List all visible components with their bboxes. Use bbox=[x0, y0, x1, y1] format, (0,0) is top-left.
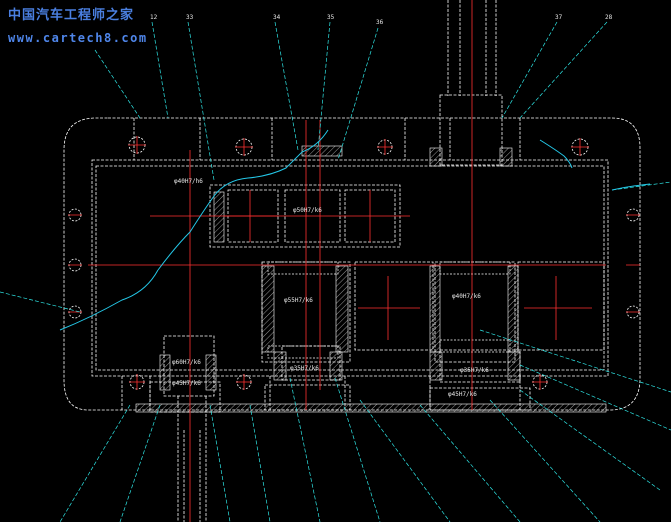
hatched-sections bbox=[135, 145, 607, 413]
input-shaft bbox=[177, 396, 207, 522]
dim-label: φ45H7/k6 bbox=[172, 380, 201, 387]
leader-lines bbox=[0, 21, 671, 522]
dimension-texts: φ40H7/h6 φ50H7/k6 φ55H7/k6 φ40H7/k6 φ60H… bbox=[172, 178, 489, 398]
watermark: 中国汽车工程师之家 www.cartech8.com bbox=[8, 8, 148, 46]
balloon-label: 28 bbox=[605, 14, 613, 21]
inner-structure bbox=[149, 94, 605, 413]
balloon-label: 34 bbox=[273, 14, 281, 21]
dim-label: φ55H7/k6 bbox=[284, 297, 313, 304]
output-shaft bbox=[447, 0, 497, 96]
dim-label: φ35H7/k6 bbox=[290, 365, 319, 372]
watermark-site-name: 中国汽车工程师之家 bbox=[8, 8, 135, 23]
dim-label: φ45H7/k6 bbox=[448, 391, 477, 398]
balloon-label: 36 bbox=[376, 19, 384, 26]
balloon-label: 33 bbox=[186, 14, 194, 21]
dim-label: φ60H7/k6 bbox=[172, 359, 201, 366]
balloon-label: 12 bbox=[150, 14, 158, 21]
centerlines bbox=[68, 0, 640, 522]
dim-label: φ40H7/k6 bbox=[452, 293, 481, 300]
housing-outline bbox=[63, 117, 641, 411]
bolt-holes bbox=[68, 136, 640, 390]
balloon-label: 35 bbox=[327, 14, 335, 21]
balloon-label: 37 bbox=[555, 14, 563, 21]
break-lines bbox=[59, 129, 651, 331]
dim-label: φ35H7/k6 bbox=[460, 367, 489, 374]
balloon-labels: 12 33 34 35 36 37 28 bbox=[150, 14, 613, 26]
dim-label: φ40H7/h6 bbox=[174, 178, 203, 185]
gear-teeth bbox=[267, 261, 511, 359]
watermark-url: www.cartech8.com bbox=[8, 31, 148, 45]
dim-label: φ50H7/k6 bbox=[293, 207, 322, 214]
